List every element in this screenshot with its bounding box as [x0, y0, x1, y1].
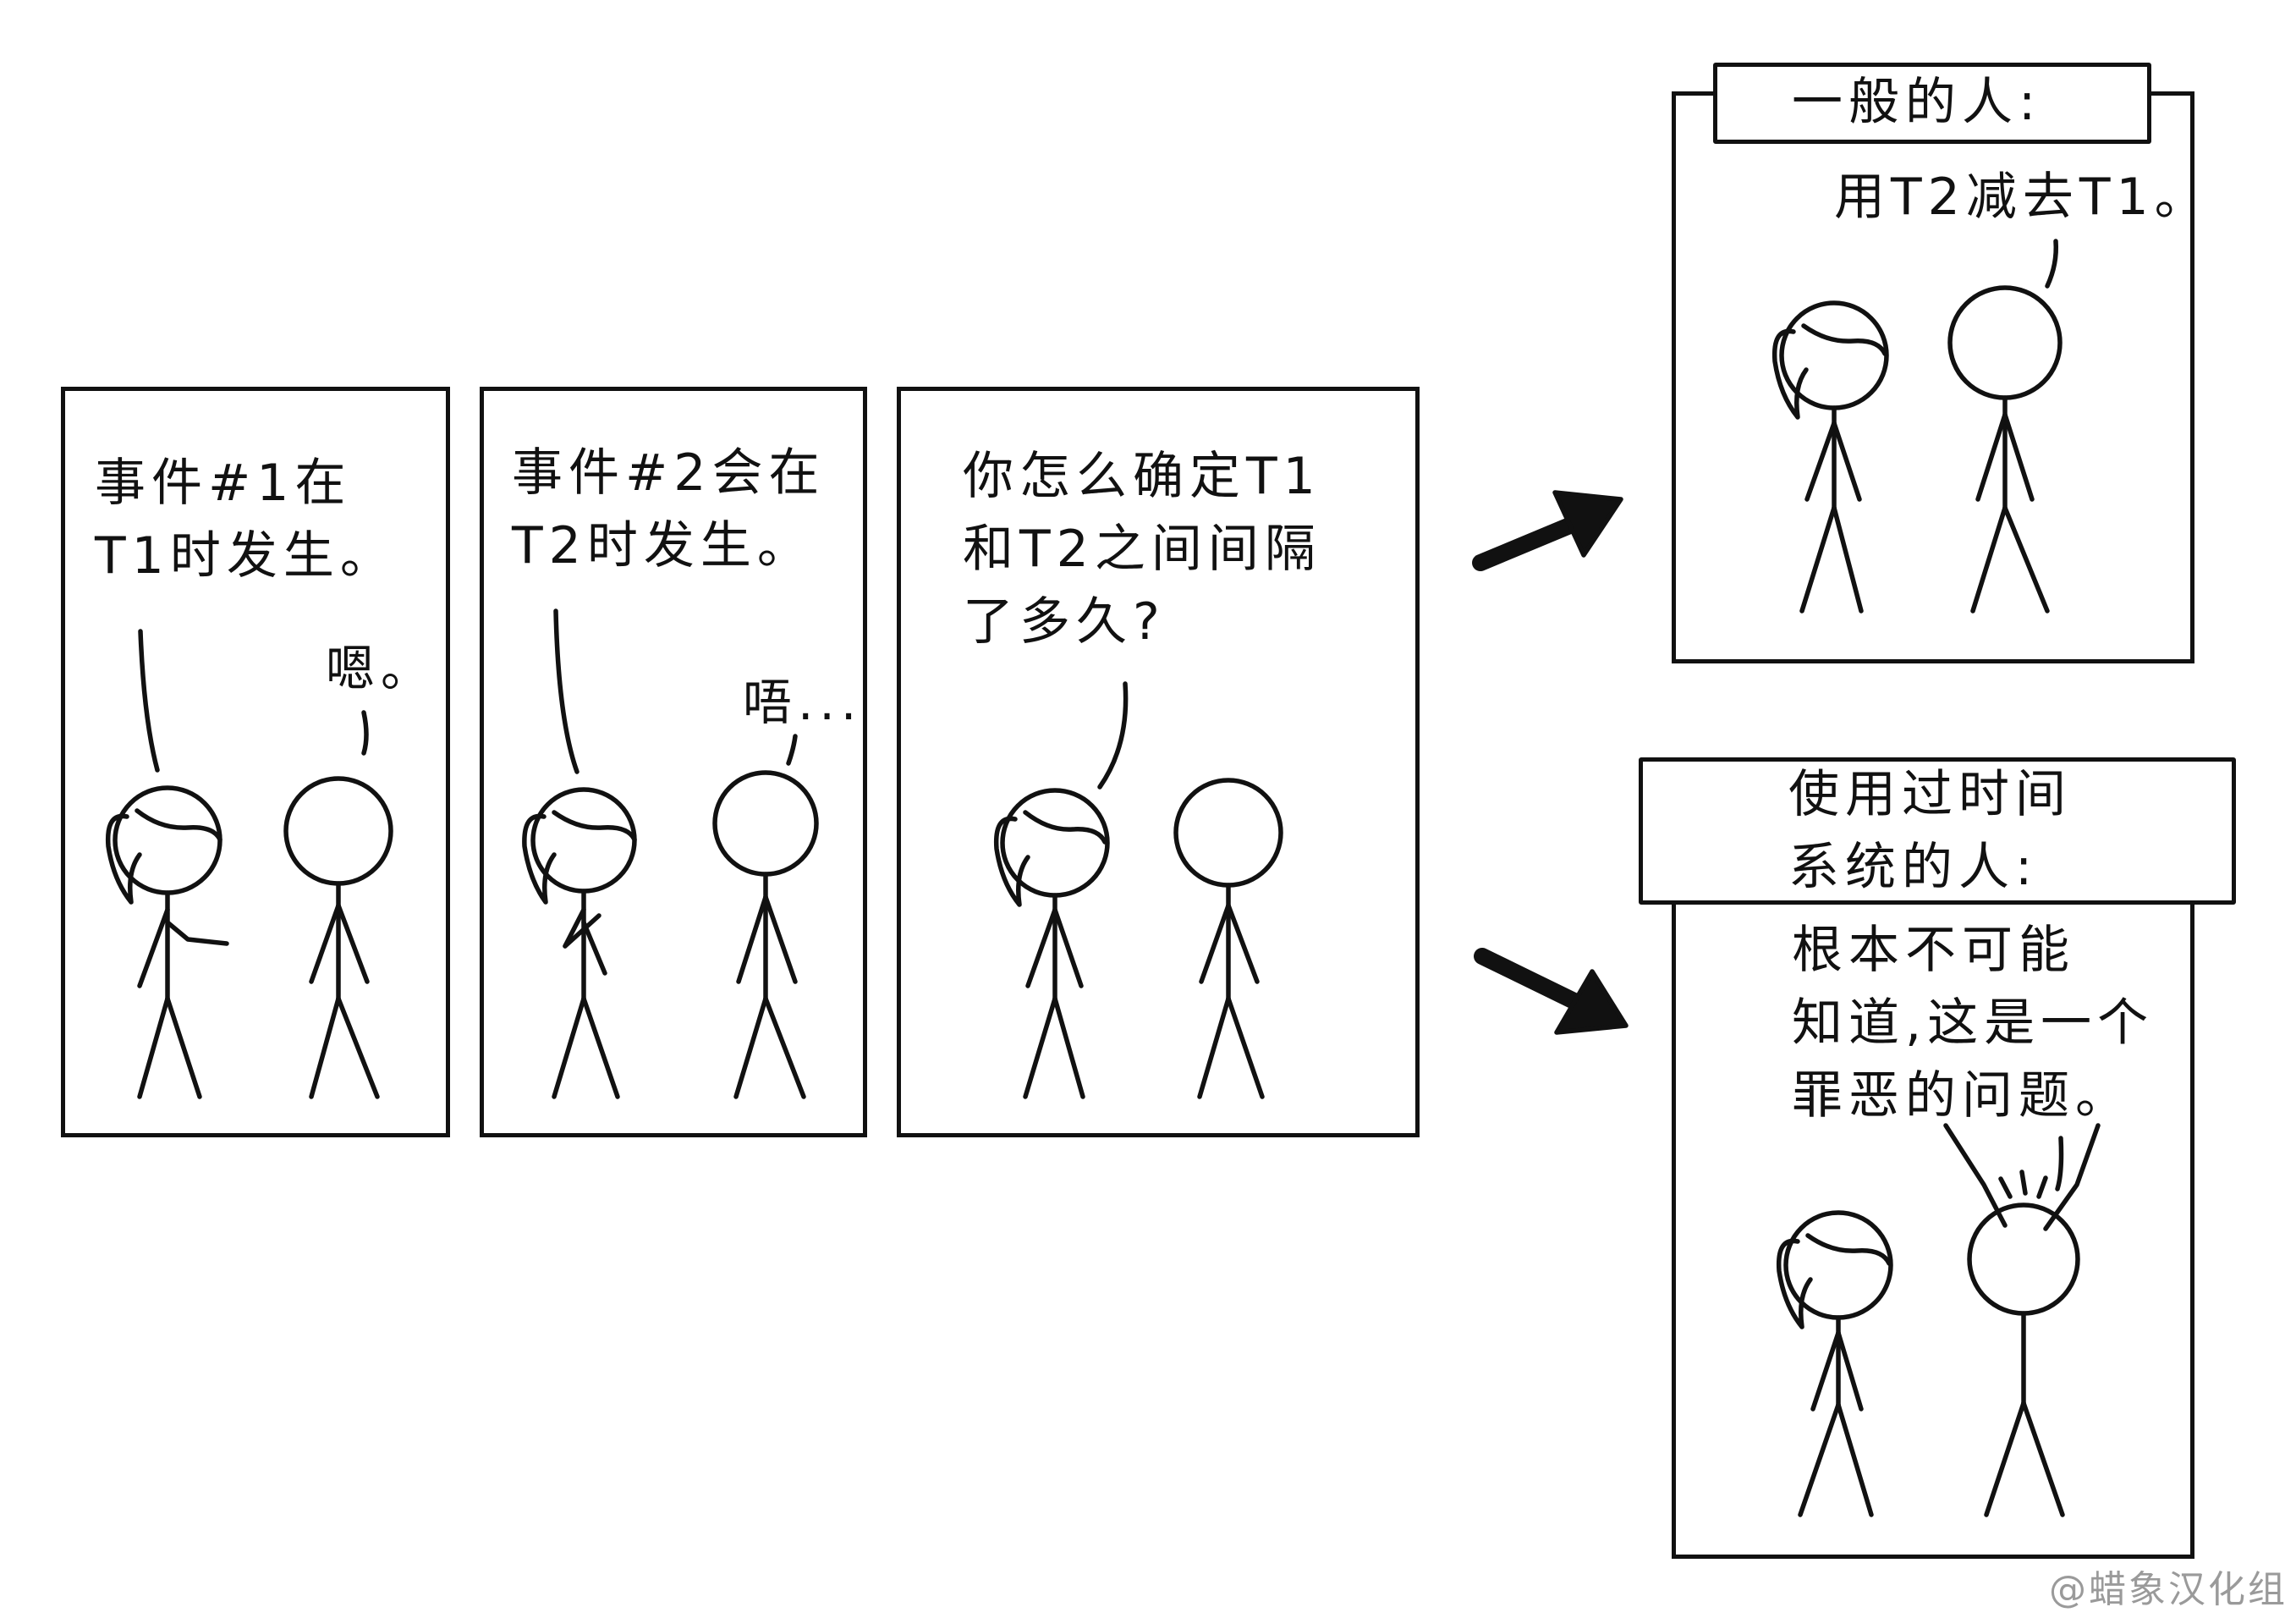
caption-box-normal — [1713, 63, 2151, 144]
normal-caption: 一般的人: — [1792, 73, 2042, 132]
caption-box-time-system — [1639, 757, 2236, 905]
panel-normal-person — [1672, 91, 2194, 663]
panel-2-speech-left: 事件#2会在 T2时发生。 — [512, 443, 826, 575]
panel-1-speech-left: 事件#1在 T1时发生。 — [95, 454, 397, 586]
panel-2-speech-right: 唔... — [743, 674, 863, 731]
panel-time-system-person — [1672, 880, 2194, 1559]
normal-speech: 用T2减去T1。 — [1834, 168, 2211, 227]
time-system-caption: 使用过时间 系统的人: — [1788, 765, 2072, 897]
arrow-to-normal — [1472, 490, 1623, 571]
arrow-to-time-system — [1474, 948, 1629, 1035]
panel-1 — [61, 387, 450, 1137]
credit-watermark: @蜡象汉化组 — [2049, 1568, 2288, 1611]
panel-3-speech: 你怎么确定T1 和T2之间间隔 了多久? — [963, 447, 1321, 652]
panel-3 — [897, 387, 1420, 1137]
panel-1-speech-right: 嗯。 — [326, 640, 437, 697]
time-system-speech: 根本不可能 知道,这是一个 罪恶的问题。 — [1792, 921, 2155, 1125]
